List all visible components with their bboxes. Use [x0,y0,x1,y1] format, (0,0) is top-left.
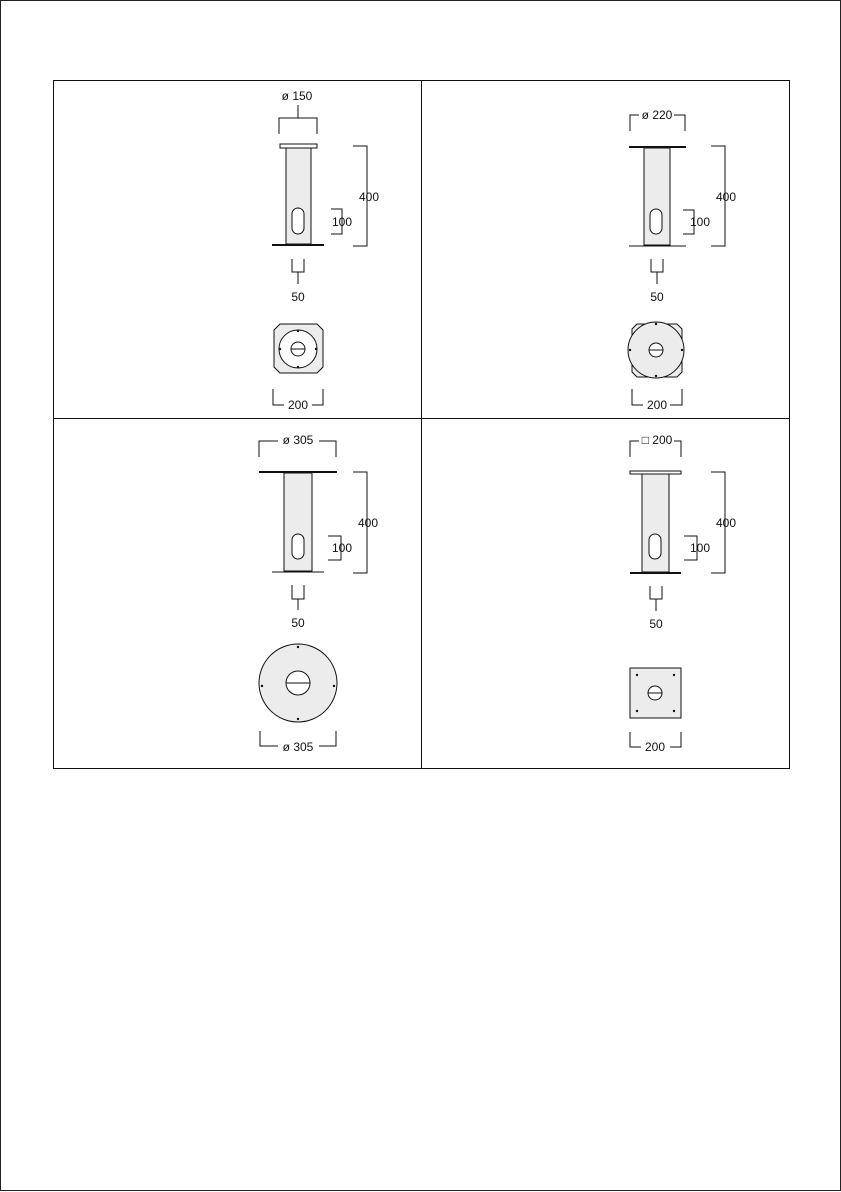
base-plan-view [628,322,684,378]
cable-slot [649,534,661,559]
height-dimension-label: 400 [716,190,736,204]
tube-dimension-bracket [650,586,662,599]
panel-4: □ 200 400 100 50 200 [630,433,736,754]
column-elevation [629,147,686,246]
cable-slot [650,209,662,234]
top-dimension-label: □ 200 [642,433,673,447]
column-elevation [272,144,324,245]
base-plan-view [630,668,681,718]
tube-dimension-bracket [292,259,304,272]
height-dimension-label: 400 [359,190,379,204]
column-elevation [630,471,681,573]
cable-slot [292,534,304,559]
height-dimension-label: 400 [358,516,378,530]
base-plan-view [274,324,323,373]
top-dimension-label: ø 305 [283,433,314,447]
height-dimension-label: 400 [716,516,736,530]
base-dimension-label: ø 305 [283,740,314,754]
base-plan-view [259,644,337,722]
base-dimension-label: 200 [288,398,308,412]
panel-grid [54,81,790,769]
tube-dimension-label: 50 [650,290,664,304]
top-dimension-label: ø 150 [282,89,313,103]
panel-3: ø 305 400 100 50 ø 305 [259,433,378,754]
tube-dimension-bracket [651,259,663,272]
slot-dimension-label: 100 [690,215,710,229]
base-dimension-label: 200 [645,740,665,754]
slot-dimension-label: 100 [332,215,352,229]
base-dimension-label: 200 [647,398,667,412]
tube-dimension-label: 50 [291,616,305,630]
tube-dimension-bracket [292,585,304,599]
top-dimension-bracket [279,105,317,134]
panel-2: ø 220 400 100 50 200 [628,108,736,412]
top-dimension-label: ø 220 [642,108,673,122]
tube-dimension-label: 50 [649,617,663,631]
slot-dimension-label: 100 [332,541,352,555]
panel-1: ø 150 400 100 50 200 [272,89,379,412]
column-elevation [259,472,337,572]
slot-dimension-label: 100 [690,541,710,555]
cable-slot [292,208,304,234]
tube-dimension-label: 50 [291,290,305,304]
